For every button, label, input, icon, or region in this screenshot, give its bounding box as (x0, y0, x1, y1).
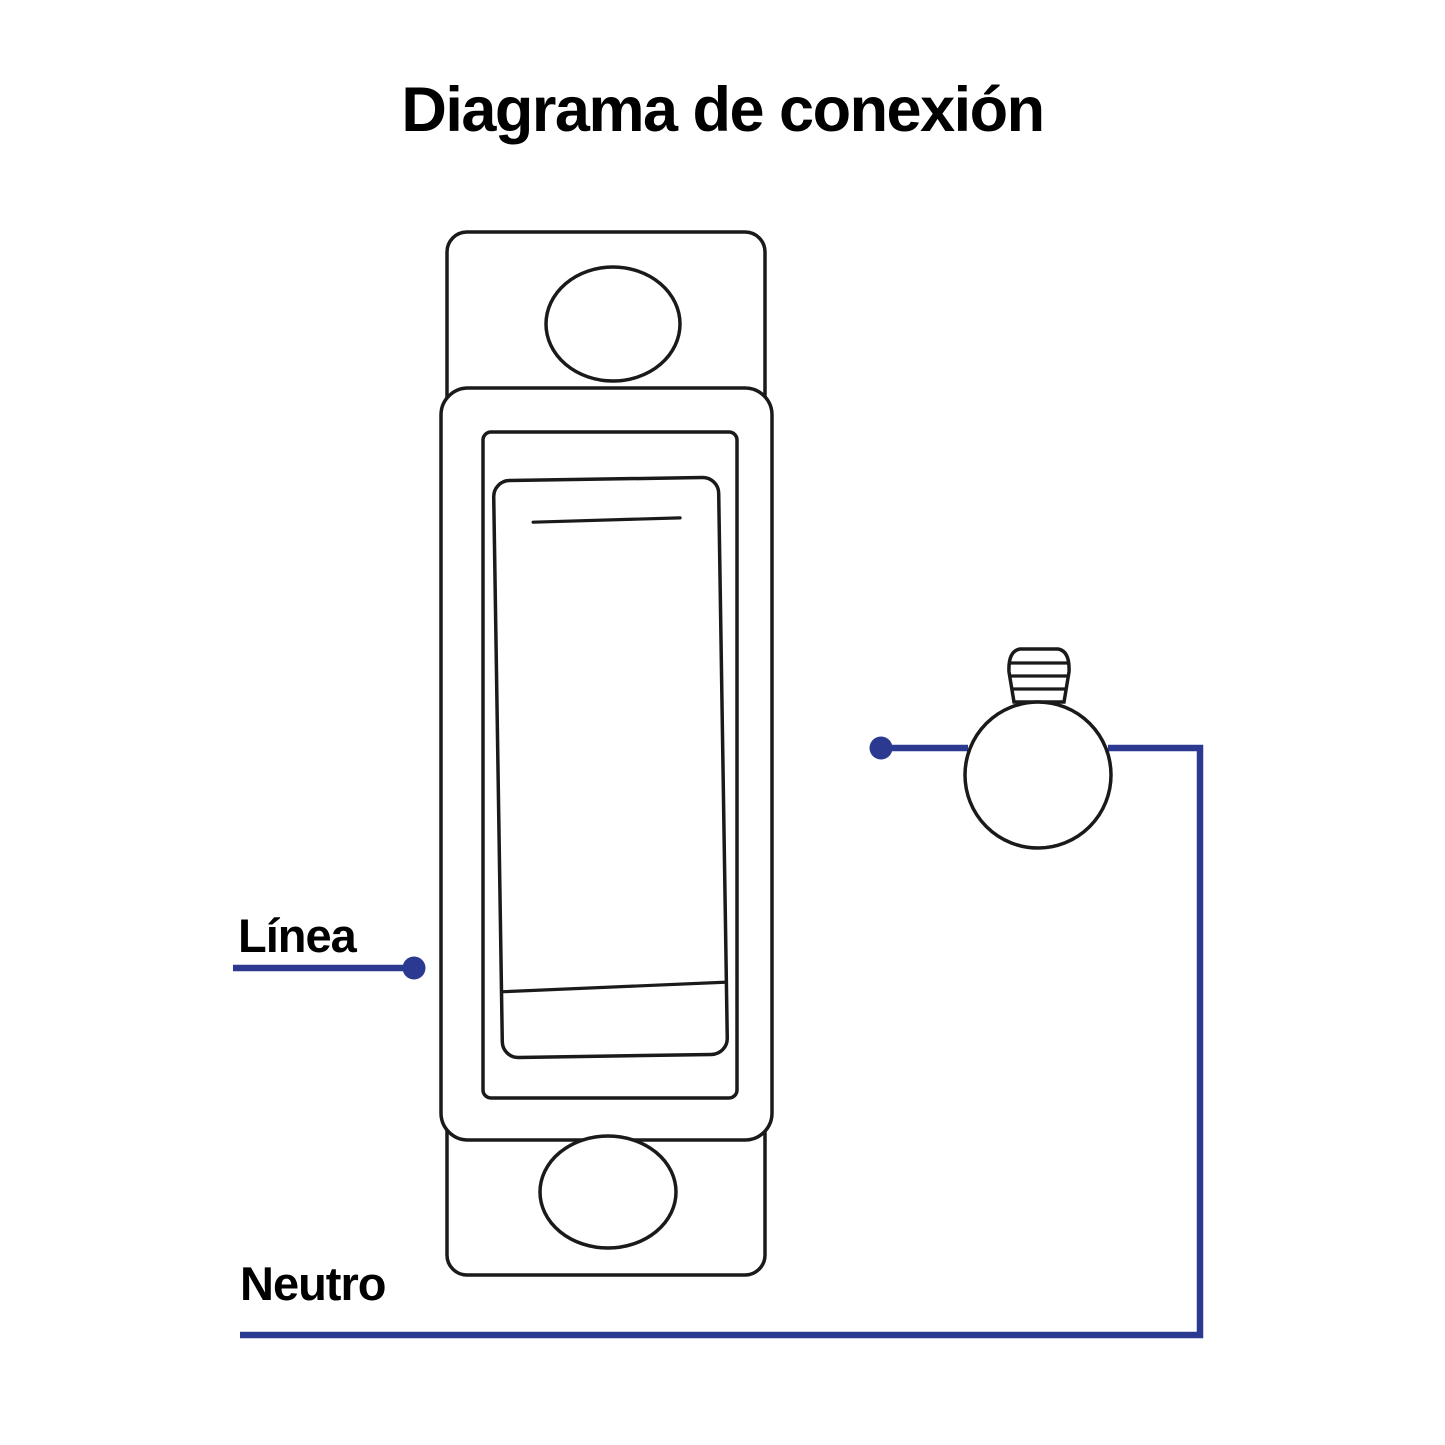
switch-rocker (491, 475, 730, 1060)
rocker-switch-icon (439, 230, 774, 1277)
switch-top-screw-hole (544, 265, 682, 383)
bulb-globe (963, 700, 1113, 850)
light-bulb-icon (963, 647, 1113, 850)
linea-terminal-dot (402, 956, 426, 980)
wiring (233, 736, 1204, 1339)
rocker-top-detail-line (531, 516, 682, 524)
page-title: Diagrama de conexión (401, 75, 1045, 145)
rocker-bottom-detail-line (501, 980, 726, 994)
neutro-label: Neutro (240, 1257, 386, 1310)
linea-label: Línea (238, 909, 357, 962)
switch-bottom-screw-hole (538, 1134, 678, 1250)
neutro-wire (240, 744, 1204, 1339)
rocker-paddle (491, 475, 730, 1060)
